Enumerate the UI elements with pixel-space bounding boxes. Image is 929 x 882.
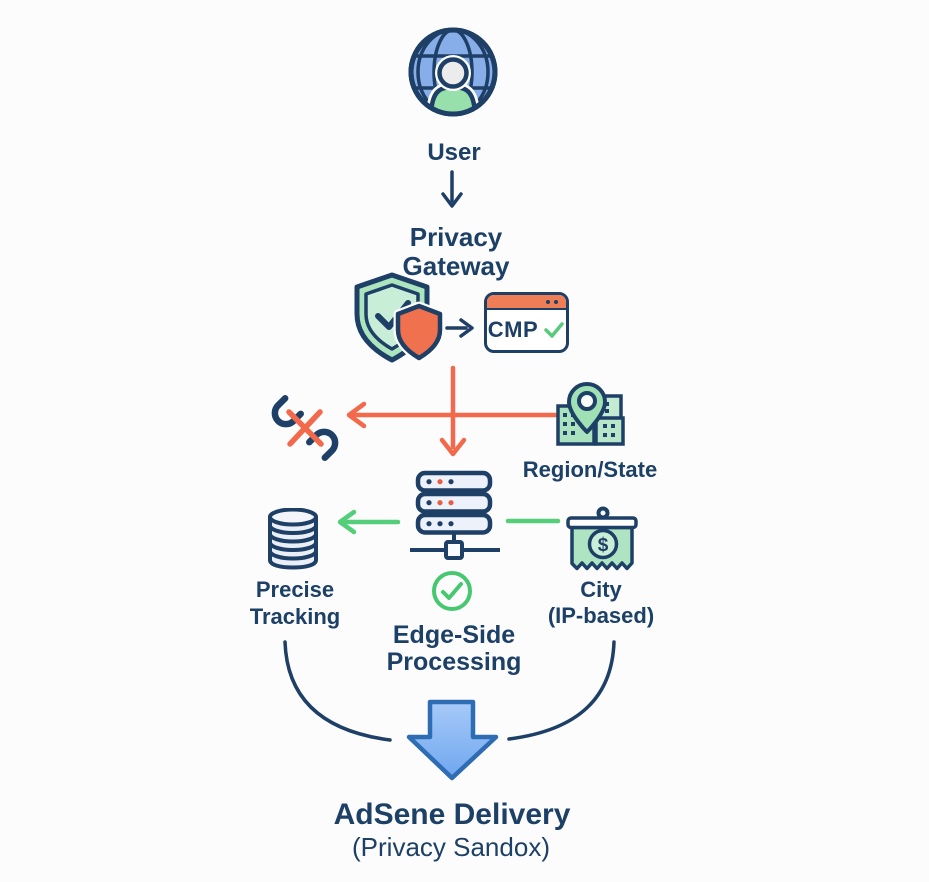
edge-processing-line2: Processing <box>386 648 522 676</box>
check-circle-icon <box>432 571 472 611</box>
user-to-gateway-arrow <box>441 170 463 208</box>
edge-to-precise-arrow <box>337 509 401 535</box>
city-ip-line2: (IP-based) <box>547 603 655 628</box>
region-to-blocked-link-arrow <box>346 401 558 429</box>
x-mark-icon <box>286 409 324 447</box>
cmp-label: CMP <box>487 317 539 342</box>
precise-tracking-line2: Tracking <box>249 604 341 629</box>
pin-icon <box>567 382 607 434</box>
privacy-gateway-line1: Privacy <box>409 222 503 252</box>
city-ip-label: City (IP-based) <box>548 577 654 629</box>
titlebar-dot <box>545 299 550 304</box>
city-ip-line1: City <box>580 577 622 602</box>
precise-tracking-label: Precise Tracking <box>250 576 340 630</box>
network-node <box>444 540 464 560</box>
money-banner-icon: $ <box>566 506 638 571</box>
precise-to-delivery-curve <box>283 640 392 742</box>
titlebar-dot <box>553 299 558 304</box>
orange-shield-icon <box>393 301 445 363</box>
big-down-arrow-icon <box>406 699 499 781</box>
gateway-to-edge-arrow <box>439 365 467 457</box>
browser-window-icon: CMP <box>484 292 569 353</box>
delivery-title: AdSene Delivery <box>333 798 571 831</box>
database-icon <box>268 508 318 570</box>
dollar-coin-icon <box>587 528 619 560</box>
edge-processing-label: Edge-Side Processing <box>387 622 522 676</box>
server-status-lights <box>426 479 454 527</box>
user-label: User <box>427 139 481 166</box>
shields-to-cmp-arrow <box>445 318 474 338</box>
region-state-label: Region/State <box>522 457 658 482</box>
privacy-gateway-line2: Gateway <box>402 251 510 281</box>
broken-link-icon <box>271 395 339 461</box>
globe-user-icon <box>408 27 498 117</box>
cmp-check-icon <box>544 322 564 338</box>
privacy-gateway-label: Privacy Gateway <box>403 223 510 281</box>
browser-titlebar <box>487 295 566 310</box>
server-rack-icon <box>410 470 500 560</box>
city-to-delivery-curve <box>507 640 616 741</box>
delivery-subtitle: (Privacy Sandox) <box>352 832 550 862</box>
edge-processing-line1: Edge-Side <box>392 621 516 649</box>
privacy-shield-icon <box>354 272 445 363</box>
dollar-symbol: $ <box>598 535 609 556</box>
map-pin-buildings-icon <box>556 382 625 446</box>
precise-tracking-line1: Precise <box>255 577 335 602</box>
